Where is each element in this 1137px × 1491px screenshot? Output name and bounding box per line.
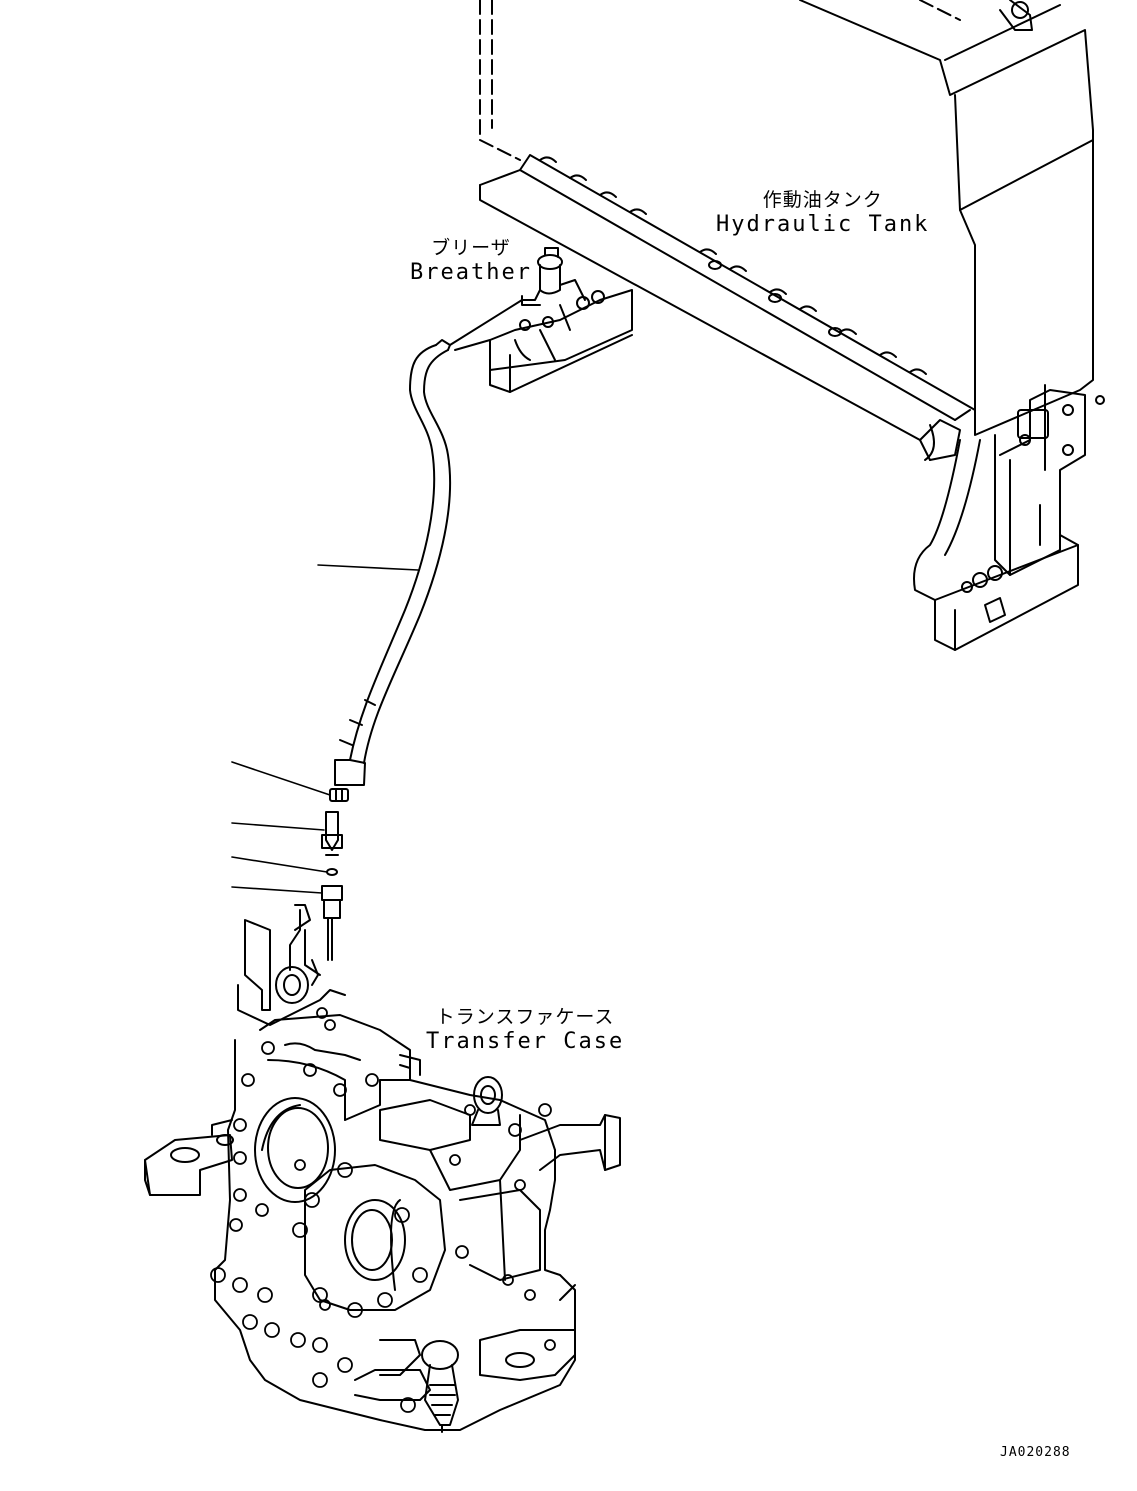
hose-fittings (322, 789, 348, 960)
breather-hose (335, 300, 522, 785)
hydraulic-tank-label-jp: 作動油タンク (762, 189, 883, 211)
transfer-case (145, 905, 620, 1432)
hydraulic-tank-label-en: Hydraulic Tank (716, 211, 930, 237)
callout-leaders (232, 565, 418, 893)
hydraulic-tank-label: 作動油タンク Hydraulic Tank (716, 189, 930, 237)
hydraulic-tank (480, 0, 1104, 650)
breather-label-jp: ブリーザ (431, 237, 511, 259)
transfer-case-label: トランスファケース Transfer Case (426, 1006, 625, 1054)
breather-label-en: Breather (410, 259, 532, 285)
housing-bolts (211, 1008, 555, 1412)
transfer-case-label-jp: トランスファケース (435, 1006, 615, 1028)
breather-label: ブリーザ Breather (410, 237, 532, 285)
drawing-id: JA020288 (1000, 1445, 1071, 1460)
transfer-case-label-en: Transfer Case (426, 1028, 625, 1054)
